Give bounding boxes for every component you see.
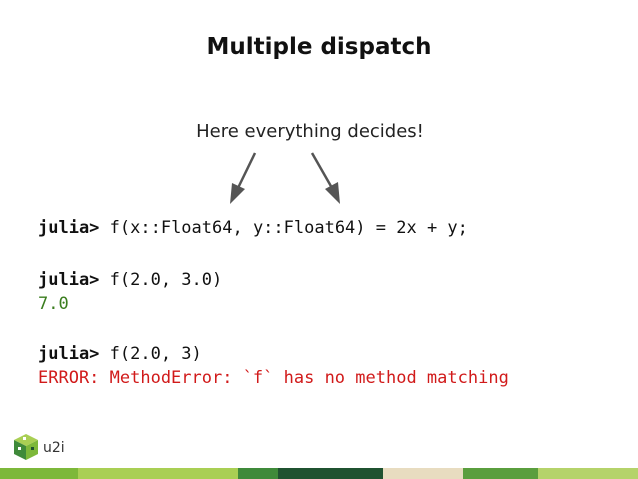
slide-title: Multiple dispatch <box>206 34 432 60</box>
julia-prompt: julia> <box>38 344 100 364</box>
arrow-down-right-icon <box>310 152 340 204</box>
u2i-cube-logo-icon <box>14 434 38 460</box>
footer-segment <box>0 468 78 479</box>
julia-prompt: julia> <box>38 270 100 290</box>
footer-segment <box>78 468 238 479</box>
julia-prompt: julia> <box>38 218 100 238</box>
code-text: f(2.0, 3) <box>99 344 202 364</box>
arrow-down-left-icon <box>230 152 257 204</box>
logo-text: u2i <box>43 440 65 456</box>
footer-segment <box>238 468 278 479</box>
code-line-call-float: julia> f(2.0, 3.0) <box>38 270 222 290</box>
code-error: ERROR: MethodError: `f` has no method ma… <box>38 368 509 388</box>
code-line-call-mixed: julia> f(2.0, 3) <box>38 344 202 364</box>
footer-segment <box>463 468 538 479</box>
footer-color-bar <box>0 468 638 479</box>
footer-segment <box>278 468 383 479</box>
footer-segment <box>383 468 463 479</box>
code-output: 7.0 <box>38 294 69 314</box>
footer-segment <box>538 468 638 479</box>
code-text: f(x::Float64, y::Float64) = 2x + y; <box>99 218 468 238</box>
code-line-definition: julia> f(x::Float64, y::Float64) = 2x + … <box>38 218 468 238</box>
code-text: f(2.0, 3.0) <box>99 270 223 290</box>
annotation-text: Here everything decides! <box>196 121 424 142</box>
